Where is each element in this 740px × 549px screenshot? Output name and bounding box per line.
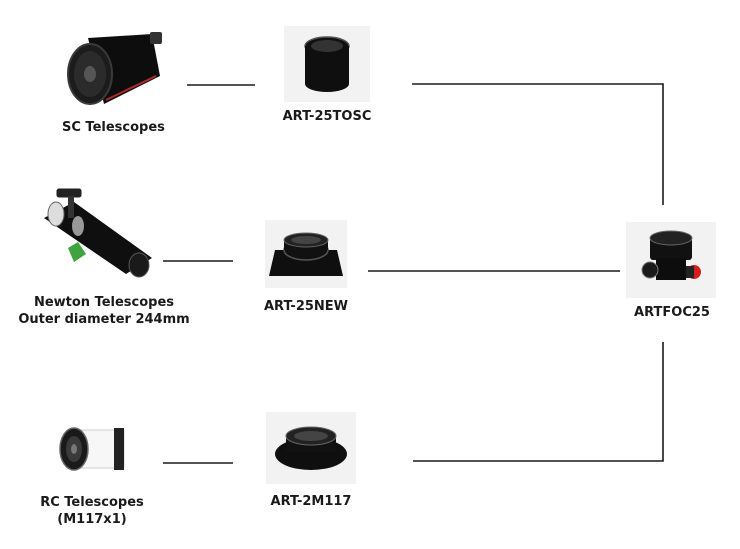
rc-telescope-label-line2: (M117x1) [57, 512, 127, 527]
focuser-icon [626, 222, 716, 298]
sc-telescope-label: SC Telescopes [62, 120, 165, 135]
rc-telescope-label-line1: RC Telescopes [40, 495, 144, 510]
focuser-label: ARTFOC25 [634, 305, 710, 320]
sc-telescope-icon [67, 32, 162, 105]
adapter-tube-icon [284, 26, 370, 102]
m117-adapter-label: ART-2M117 [270, 494, 352, 509]
newton-telescope-label-line1: Newton Telescopes [33, 295, 175, 310]
connector-tosc-to-focuser [412, 83, 664, 205]
connector-m117-to-focuser [413, 342, 664, 462]
newton-telescope-icon [44, 188, 152, 278]
new-adapter-label: ART-25NEW [263, 299, 349, 314]
newton-telescope-label-line2: Outer diameter 244mm [18, 312, 190, 327]
adapter-ring-icon [266, 412, 356, 484]
adapter-square-flange-icon [265, 220, 347, 288]
tosc-adapter-label: ART-25TOSC [282, 109, 372, 124]
rc-telescope-icon [59, 427, 125, 471]
